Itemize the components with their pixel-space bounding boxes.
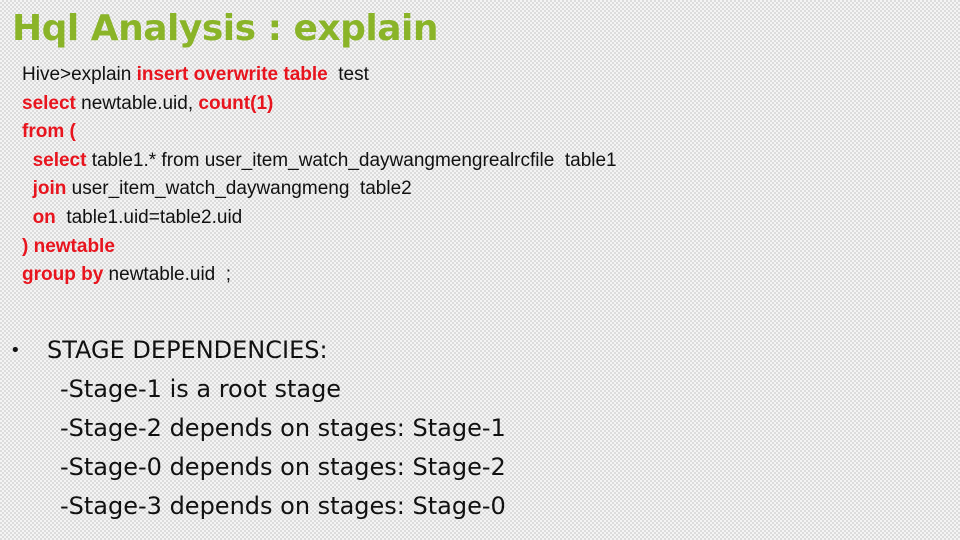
code-keyword: on [32, 206, 56, 228]
stage-line: -Stage-0 depends on stages: Stage-2 [60, 453, 506, 481]
code-text: newtable.uid ; [103, 264, 232, 286]
code-text: newtable.uid, [75, 92, 199, 114]
sql-code-block: Hive>explain insert overwrite table test… [22, 61, 617, 290]
code-line-1: Hive>explain insert overwrite table test [22, 61, 617, 90]
bullet-icon: • [10, 340, 21, 361]
code-text: table1.uid=table2.uid [55, 206, 243, 228]
code-keyword: count(1) [198, 92, 274, 114]
code-line-7: ) newtable [22, 233, 617, 262]
code-text: table1.* from user_item_watch_daywangmen… [86, 149, 617, 171]
stage-line: -Stage-3 depends on stages: Stage-0 [60, 492, 506, 520]
stage-dependencies: • STAGE DEPENDENCIES: -Stage-1 is a root … [10, 331, 506, 526]
code-line-2: select newtable.uid, count(1) [22, 90, 617, 119]
code-text: test [333, 64, 369, 85]
code-line-4: select table1.* from user_item_watch_day… [22, 147, 617, 176]
code-indent [22, 178, 33, 199]
code-line-8: group by newtable.uid ; [22, 261, 617, 290]
code-keyword: group by [22, 264, 104, 286]
code-line-5: join user_item_watch_daywangmeng table2 [22, 175, 617, 204]
code-keyword: select [32, 149, 87, 171]
code-keyword: select [22, 92, 76, 114]
stage-dependencies-heading: • STAGE DEPENDENCIES: [10, 331, 506, 370]
code-text: user_item_watch_daywangmeng table2 [66, 178, 412, 200]
code-text: Hive>explain [22, 64, 137, 85]
slide-title: Hql Analysis : explain [12, 8, 439, 49]
code-keyword: from ( [22, 121, 76, 143]
code-keyword: join [32, 178, 67, 200]
code-keyword: insert overwrite table [136, 64, 333, 85]
code-line-6: on table1.uid=table2.uid [22, 204, 617, 233]
code-indent [22, 207, 33, 228]
code-indent [22, 150, 33, 171]
stage-line: -Stage-1 is a root stage [60, 375, 342, 403]
stage-heading-text: STAGE DEPENDENCIES: [47, 336, 328, 364]
code-keyword: ) newtable [22, 235, 115, 257]
stage-line: -Stage-2 depends on stages: Stage-1 [60, 414, 506, 442]
code-line-3: from ( [22, 118, 617, 147]
